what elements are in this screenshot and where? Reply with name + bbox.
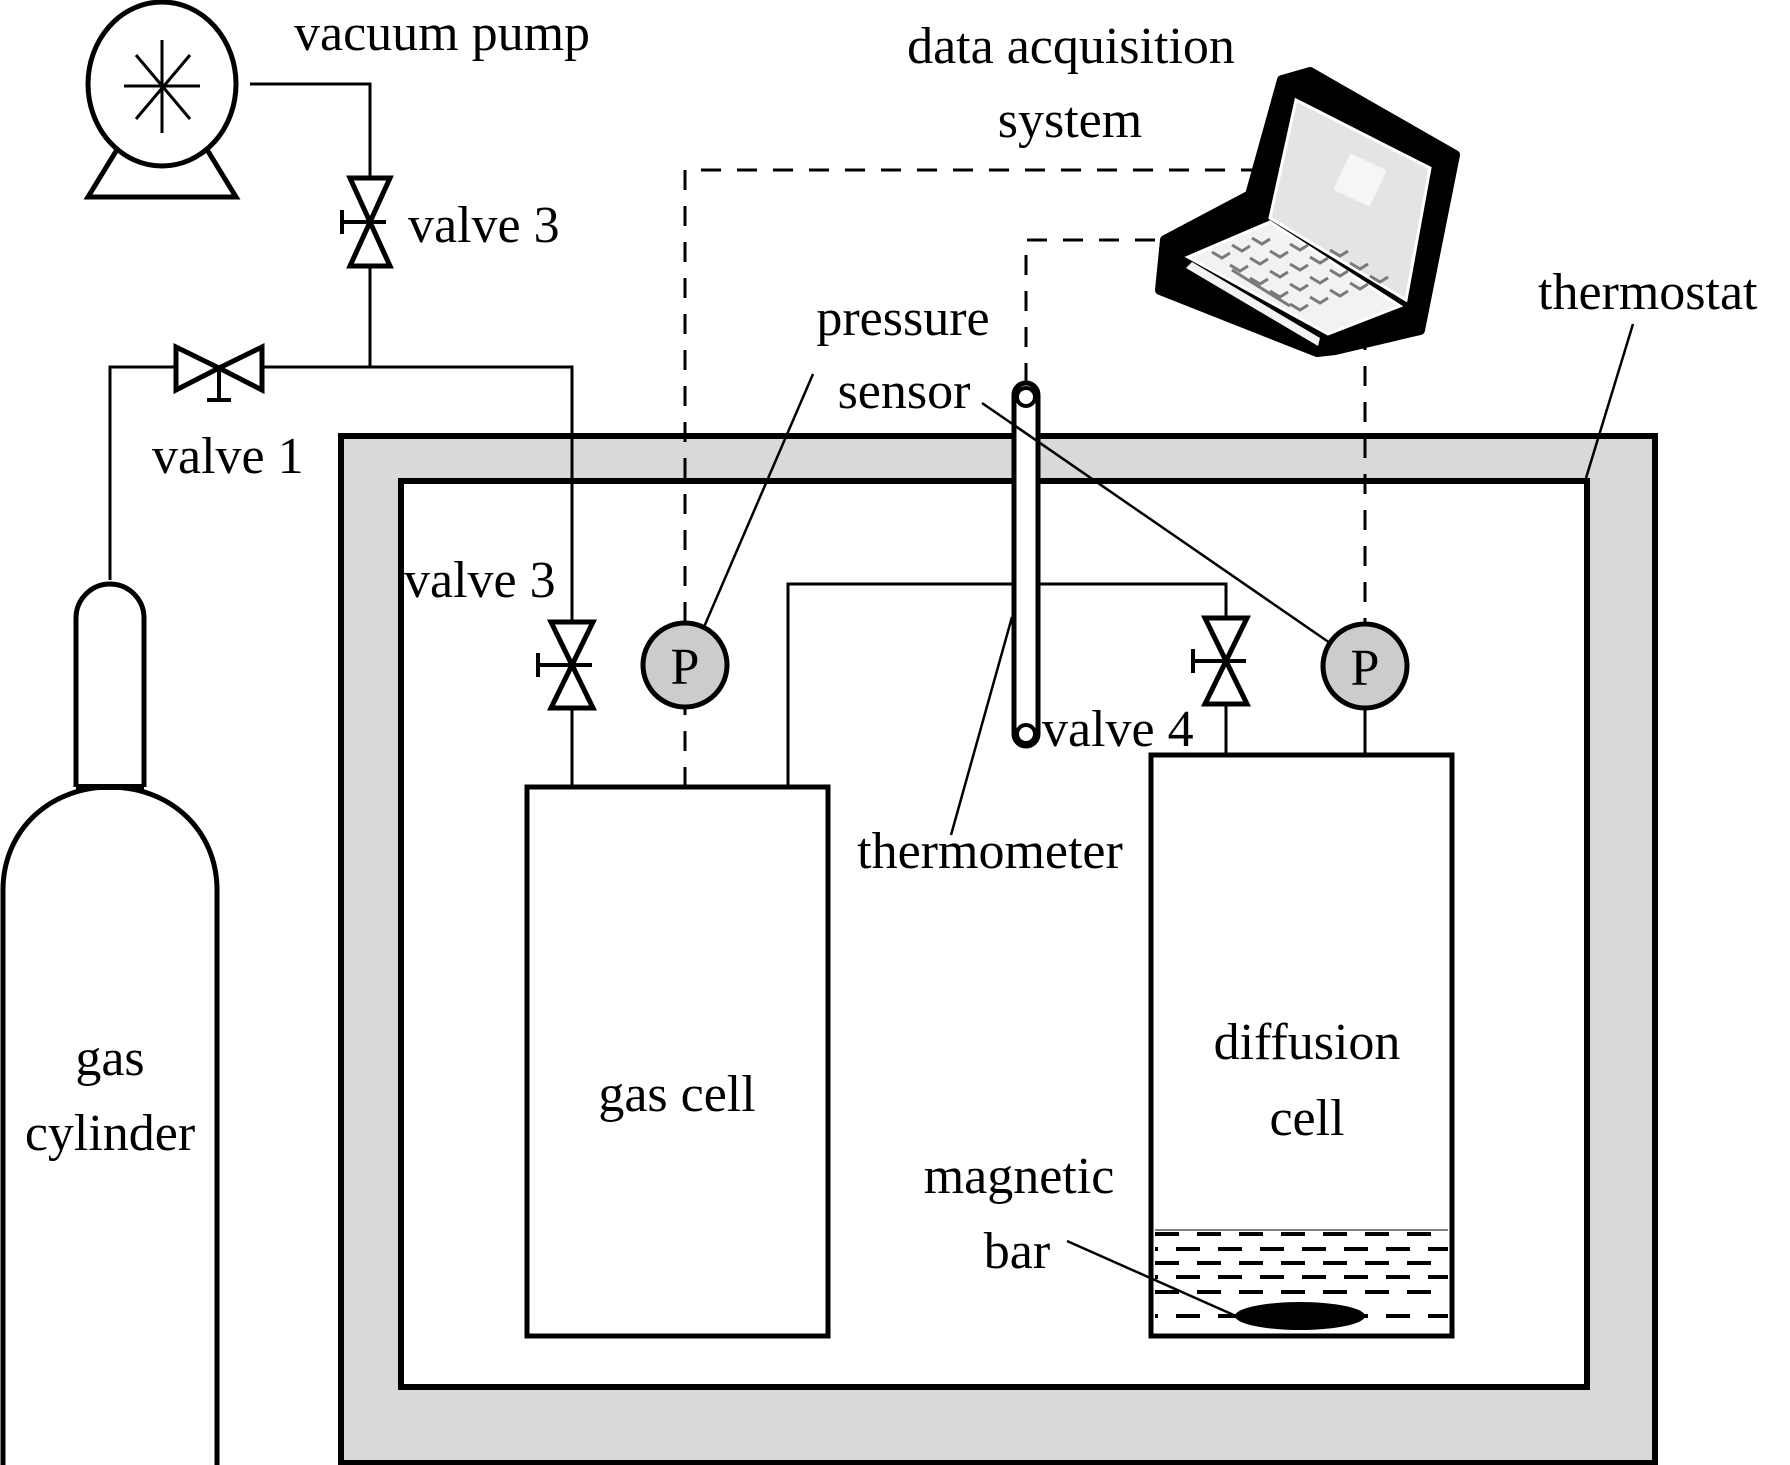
valve-icon-lower <box>346 215 394 269</box>
valve-icon-right <box>213 342 265 395</box>
leader-thermometer <box>949 616 1014 836</box>
valve-1: valve 1 <box>152 342 304 485</box>
liquid-level-icon <box>1155 1232 1448 1318</box>
vacuum-pump: vacuum pump <box>83 0 590 200</box>
pipe-cylinder-to-valve1 <box>108 365 176 580</box>
valve-icon-lower <box>1200 655 1252 707</box>
thermometer: thermometer <box>857 380 1123 880</box>
label-magnetic-bar-1: magnetic <box>924 1148 1115 1205</box>
cylinder-neck <box>73 581 147 787</box>
diffusion-cell-vessel <box>1148 752 1455 1339</box>
stir-bar-icon <box>1235 1302 1365 1330</box>
pressure-sensor-label: pressure sensor <box>702 290 1331 645</box>
label-valve-3-top: valve 3 <box>408 197 560 254</box>
pressure-gauge-icon <box>1320 621 1410 711</box>
label-gas-cylinder-2: cylinder <box>25 1105 195 1162</box>
keyboard-keys <box>1211 236 1389 312</box>
label-gas-cylinder-1: gas <box>75 1030 144 1087</box>
label-diffusion-cell-1: diffusion <box>1214 1014 1401 1071</box>
signal-left-gauge-to-laptop <box>683 168 1258 622</box>
label-gas-cell: gas cell <box>598 1066 755 1123</box>
label-magnetic-bar-2: bar <box>984 1223 1050 1280</box>
valve-icon <box>173 342 225 395</box>
signal-wiring <box>683 168 1367 787</box>
leader-thermostat <box>1584 323 1635 479</box>
label-thermometer: thermometer <box>857 823 1123 880</box>
laptop-icon <box>1155 67 1460 357</box>
label-thermostat: thermostat <box>1538 264 1758 321</box>
thermometer-icon <box>1011 380 1041 749</box>
diffusion-cell: diffusion cell magnetic bar <box>924 752 1455 1339</box>
thermometer-bottom-bulb <box>1015 723 1037 745</box>
leader-pressure-right <box>981 401 1331 645</box>
gas-cell: gas cell <box>524 784 831 1339</box>
label-valve-4: valve 4 <box>1042 701 1194 758</box>
pressure-gauge-left: P <box>640 620 730 710</box>
valve-3-top: valve 3 <box>340 175 560 269</box>
label-valve-1: valve 1 <box>152 428 304 485</box>
label-pressure-sensor-1: pressure <box>816 290 989 347</box>
pipework <box>108 82 1367 787</box>
valve-icon <box>546 619 598 671</box>
leader-magnetic-bar <box>1066 1239 1237 1318</box>
valve-icon-lower <box>546 659 598 711</box>
label-vacuum-pump: vacuum pump <box>294 5 590 62</box>
gauge-symbol-right: P <box>1351 640 1380 697</box>
laptop: data acquisition system <box>907 18 1460 357</box>
pipe-header-to-valve3-inner <box>262 365 574 620</box>
thermometer-top-bulb <box>1015 386 1037 408</box>
pipe-gascell-to-valve4 <box>786 582 1228 787</box>
label-data-acquisition-2: system <box>998 92 1142 149</box>
signal-thermometer-to-laptop <box>1024 238 1164 383</box>
valve-4: valve 4 <box>1042 615 1252 758</box>
pipe-pump-to-valve3 <box>250 82 372 178</box>
leader-pressure-left <box>702 373 815 628</box>
pressure-gauge-right: P <box>1320 621 1410 711</box>
gas-cylinder: gas cylinder <box>0 581 220 1465</box>
label-valve-3-inner: valve 3 <box>404 552 556 609</box>
gas-cell-vessel <box>524 784 831 1339</box>
pressure-gauge-icon <box>640 620 730 710</box>
label-data-acquisition-1: data acquisition <box>907 18 1235 75</box>
valve-3-inner: valve 3 <box>404 552 598 711</box>
label-diffusion-cell-2: cell <box>1269 1090 1344 1147</box>
pump-impeller-icon <box>124 40 200 133</box>
valve-icon <box>1200 615 1252 667</box>
thermostat-label: thermostat <box>1538 264 1758 479</box>
label-pressure-sensor-2: sensor <box>838 363 971 420</box>
valve-icon <box>346 175 394 229</box>
gauge-symbol-left: P <box>671 639 700 696</box>
